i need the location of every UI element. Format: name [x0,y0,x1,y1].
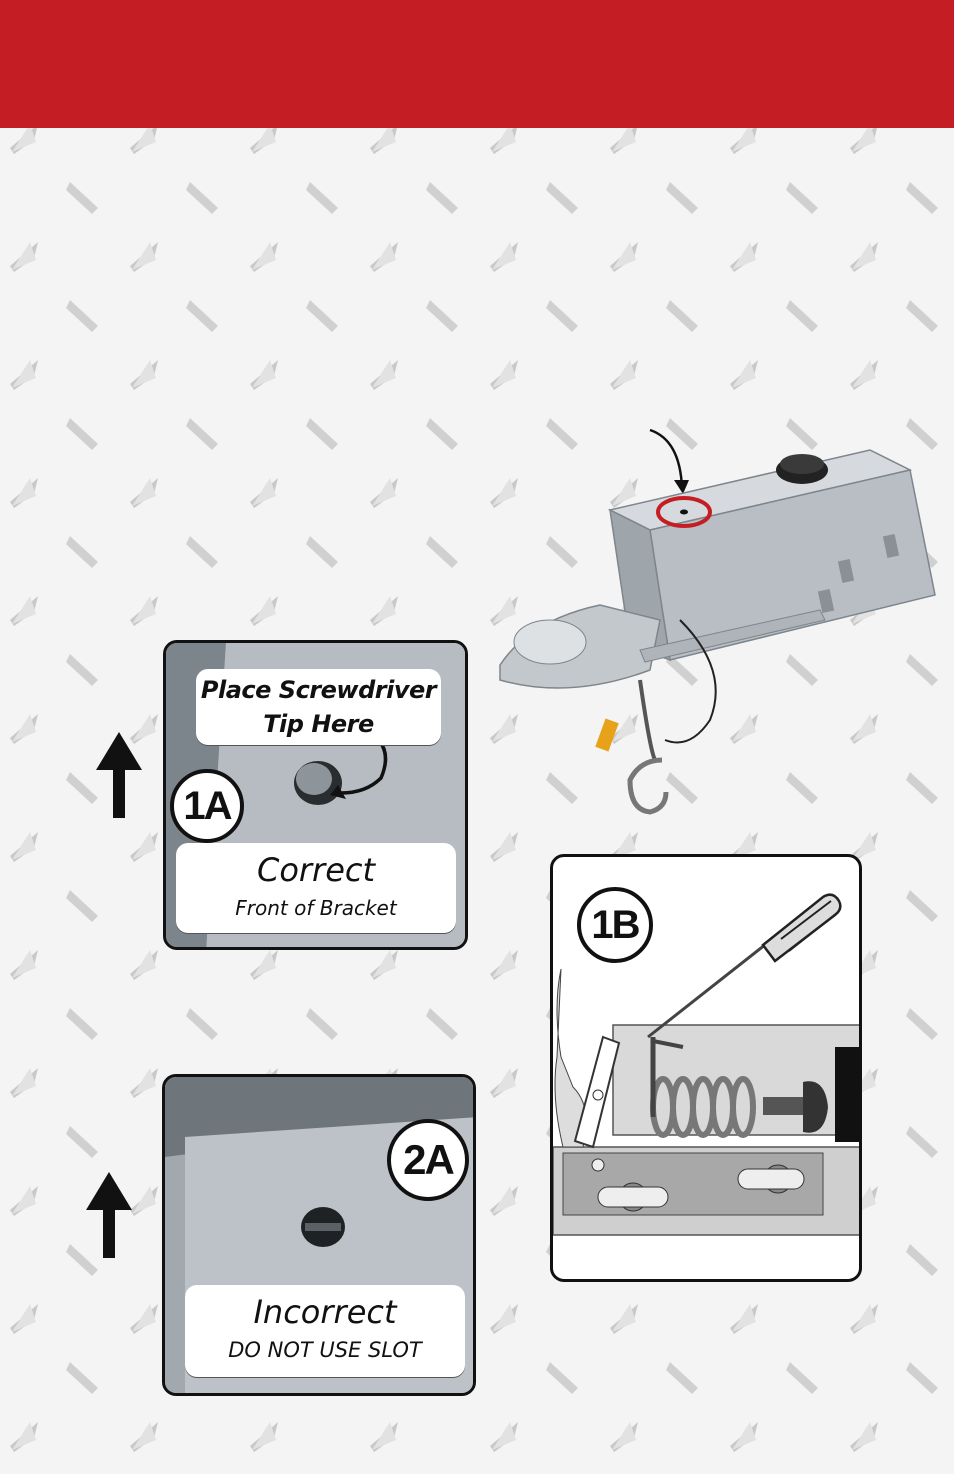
caption-do-not-use-slot: DO NOT USE SLOT [185,1335,465,1365]
step-badge-2a: 2A [387,1119,469,1201]
arrow-up-icon [82,1170,136,1260]
callout-line-2: Tip Here [196,707,441,741]
callout-line-1: Place Screwdriver [196,673,441,707]
screwdriver-icon [648,895,840,1037]
caption-incorrect: Incorrect [185,1289,465,1335]
step-badge-1b: 1B [577,887,653,963]
caption-box: Correct Front of Bracket [176,843,456,933]
arrow-up-icon [92,730,146,820]
panel-2a-incorrect: 2A Incorrect DO NOT USE SLOT [162,1074,476,1396]
coupler-actuator-image [490,420,940,820]
header-band [0,0,954,128]
caption-front-of-bracket: Front of Bracket [176,893,456,923]
panel-1a-correct: Place Screwdriver Tip Here 1A Correct Fr… [163,640,468,950]
step-badge-1a: 1A [170,769,244,843]
callout-box: Place Screwdriver Tip Here [196,669,441,745]
caption-correct: Correct [176,847,456,893]
caption-box: Incorrect DO NOT USE SLOT [185,1285,465,1377]
panel-1b-diagram: 1B [550,854,862,1282]
